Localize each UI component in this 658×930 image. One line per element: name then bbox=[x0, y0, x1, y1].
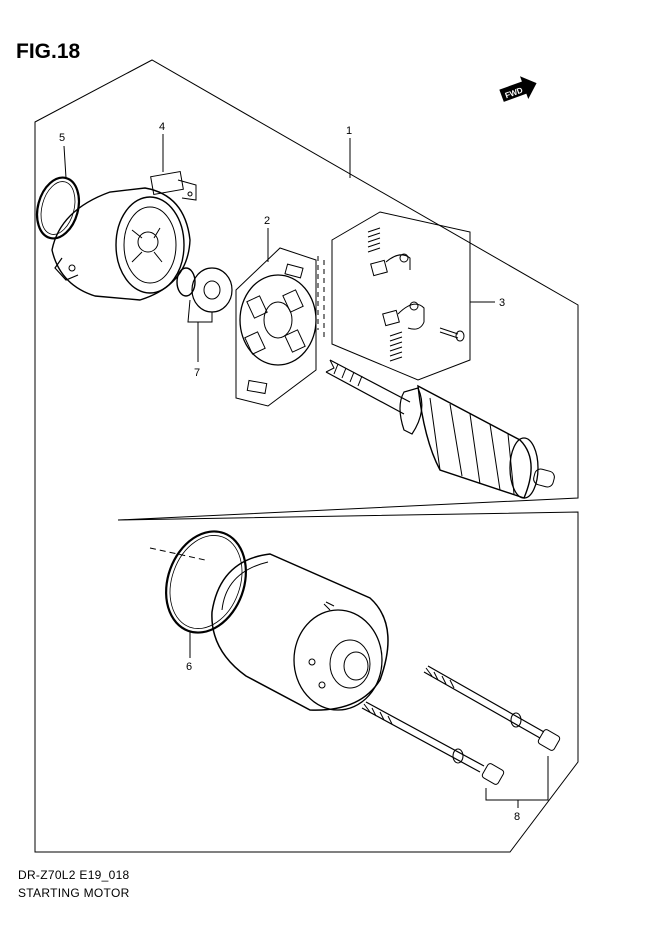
leader-7-bracket bbox=[187, 299, 213, 323]
callout-7: 7 bbox=[194, 367, 200, 379]
callout-3: 3 bbox=[499, 297, 505, 309]
brush-holder-outline bbox=[235, 247, 317, 407]
o-ring-large bbox=[165, 530, 247, 634]
end-cover bbox=[51, 170, 197, 301]
washer-set bbox=[176, 267, 233, 313]
housing-bolt-upper bbox=[423, 665, 561, 751]
leader-5 bbox=[63, 145, 67, 179]
brush-set bbox=[367, 227, 465, 362]
figure-caption: STARTING MOTOR bbox=[18, 886, 130, 900]
assembly-outline bbox=[34, 59, 579, 853]
figure-title: FIG.18 bbox=[16, 40, 81, 63]
motor-housing bbox=[211, 553, 389, 711]
housing-bolt-lower bbox=[361, 701, 505, 785]
brush-holder bbox=[239, 263, 317, 395]
callout-5: 5 bbox=[59, 132, 65, 144]
callout-1: 1 bbox=[346, 125, 352, 137]
model-code: DR-Z70L2 E19_018 bbox=[18, 868, 130, 882]
callout-6: 6 bbox=[186, 661, 192, 673]
callout-4: 4 bbox=[159, 121, 165, 133]
callout-8: 8 bbox=[514, 811, 520, 823]
armature-assembly bbox=[325, 359, 555, 499]
callout-2: 2 bbox=[264, 215, 270, 227]
brush-set-outline bbox=[331, 211, 471, 381]
leader-8-bracket bbox=[485, 756, 549, 801]
fwd-arrow-icon: FWD bbox=[499, 76, 537, 102]
